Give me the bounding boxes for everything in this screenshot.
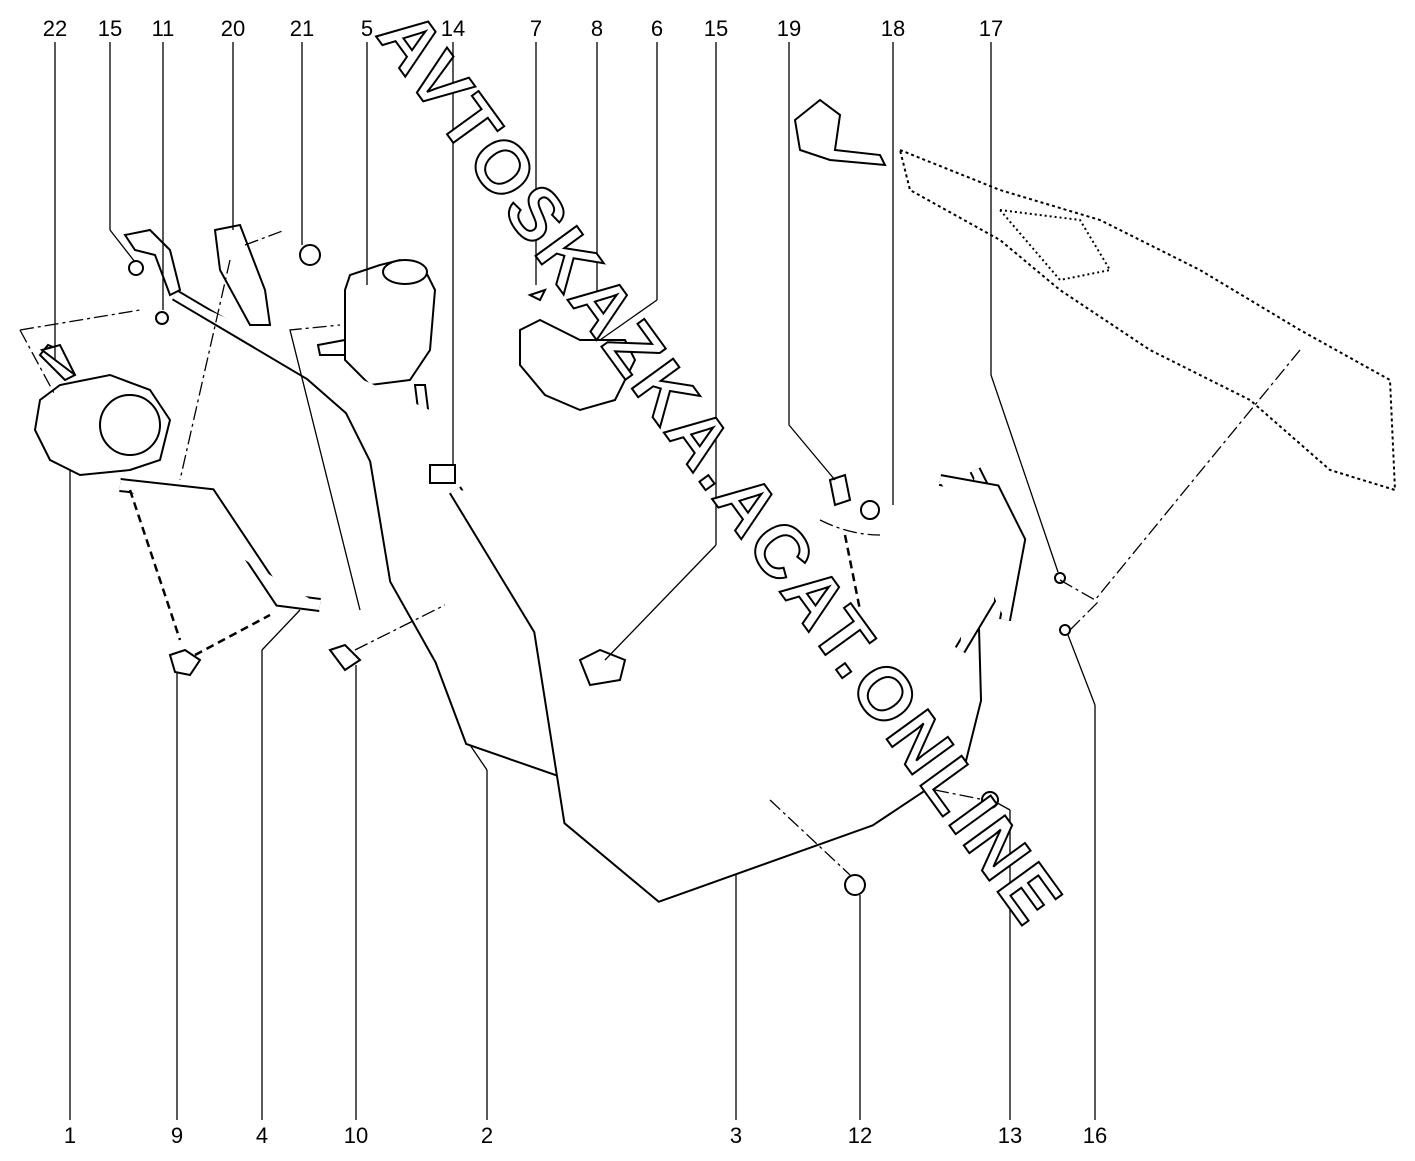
callout-5: 5 [361,16,373,41]
steering-rack [793,98,1397,492]
seal-16 [1059,624,1071,636]
callout-3: 3 [730,1123,742,1148]
hoses [119,289,1027,903]
callout-labels-bottom: 1 9 4 10 2 3 12 13 16 [64,1123,1107,1148]
callout-1: 1 [64,1123,76,1148]
clamp-9 [168,648,202,677]
callout-4: 4 [256,1123,268,1148]
leader-lines [54,42,1096,1120]
callout-17: 17 [979,16,1003,41]
callout-14: 14 [441,16,465,41]
callout-15: 15 [98,16,122,41]
callout-8: 8 [591,16,603,41]
reservoir-bracket [519,288,637,412]
callout-11: 11 [152,16,175,41]
seal-17 [1054,572,1066,584]
bolt-10 [328,643,362,672]
small-parts [39,223,1071,896]
callout-9: 9 [171,1123,183,1148]
seal-15 [128,260,144,276]
callout-15b: 15 [704,16,728,41]
callout-2: 2 [481,1123,493,1148]
bolt-12 [844,874,866,896]
callout-13: 13 [998,1123,1022,1148]
callout-21: 21 [290,16,314,41]
callout-12: 12 [848,1123,872,1148]
callout-22: 22 [43,16,67,41]
nut-11 [155,311,169,325]
bolt-18 [860,500,880,520]
callout-7: 7 [530,16,542,41]
callout-10: 10 [344,1123,368,1148]
bolt-21 [299,244,321,266]
power-steering-pump [33,343,172,477]
callout-19: 19 [777,16,801,41]
pipe-15 [123,228,182,297]
clip-19 [828,473,852,507]
bracket-20 [213,223,272,326]
cap-14 [429,464,456,484]
callout-labels-top: 22 15 11 20 21 5 14 7 8 6 15 19 18 17 [43,16,1003,41]
callout-16: 16 [1083,1123,1107,1148]
callout-20: 20 [221,16,245,41]
nut-13 [981,791,999,809]
callout-6: 6 [651,16,663,41]
callout-18: 18 [881,16,905,41]
assembly-lines [19,229,1301,876]
bolt-22 [39,343,76,376]
clamp-15 [578,648,627,687]
